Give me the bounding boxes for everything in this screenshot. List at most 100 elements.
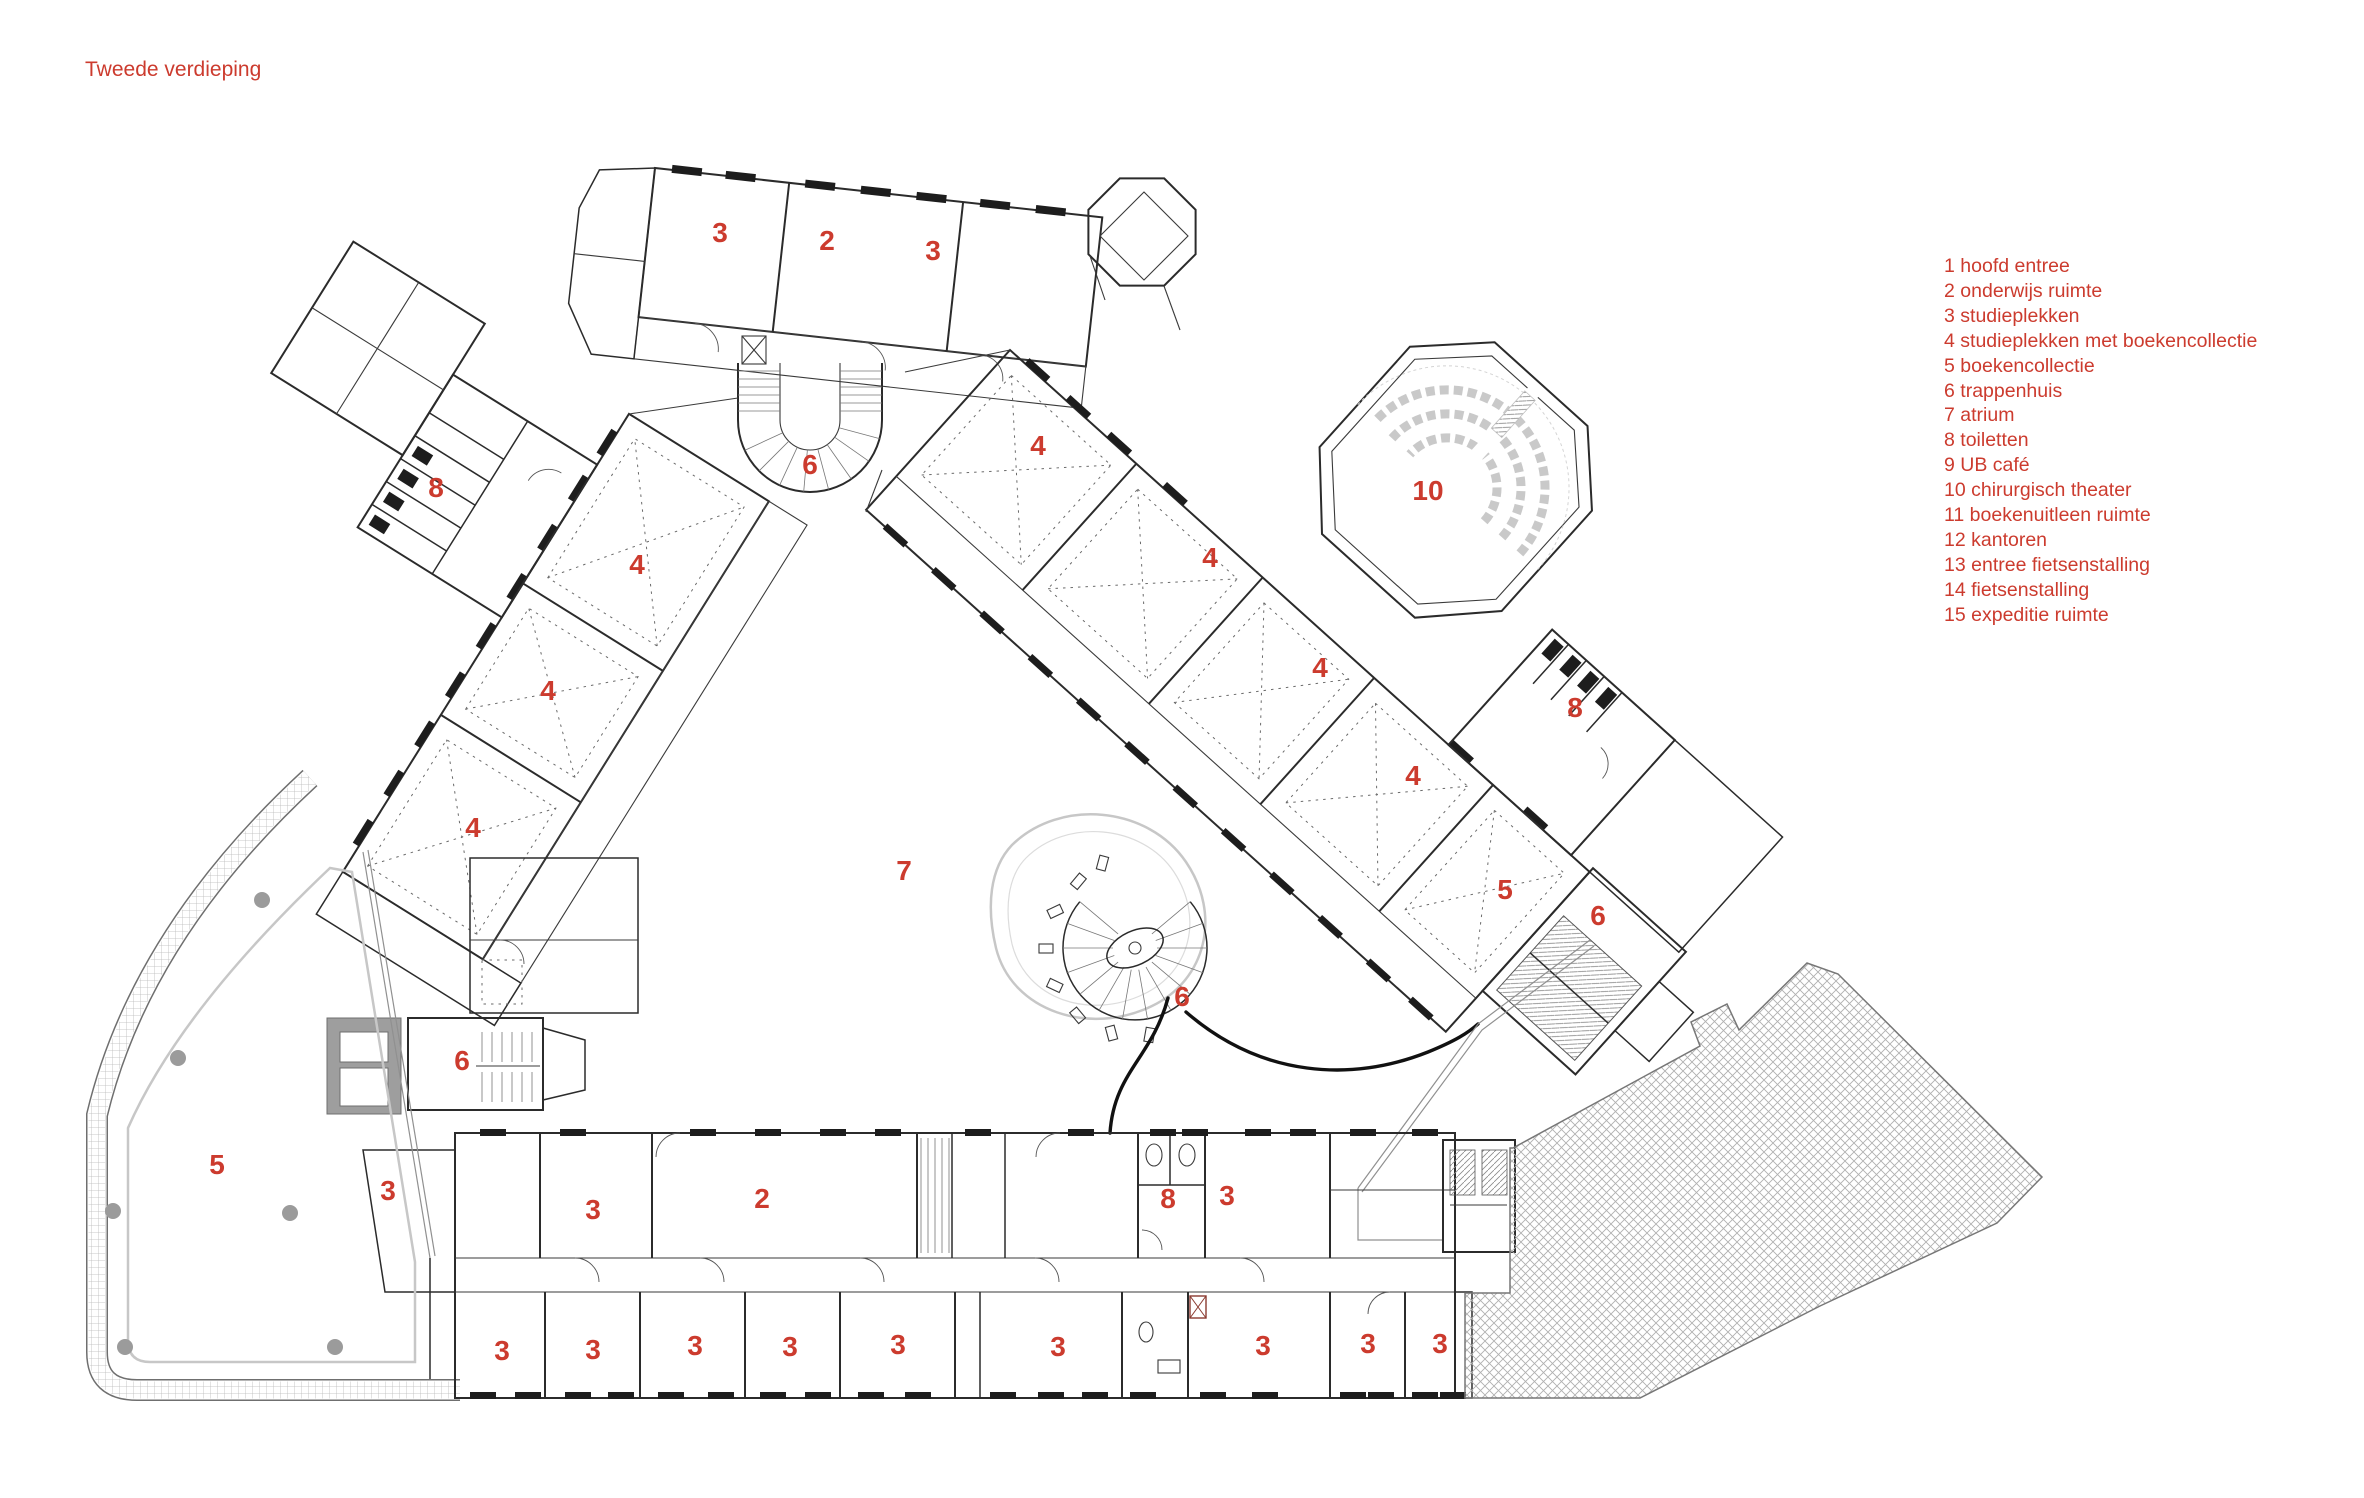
legend: 1 hoofd entree 2 onderwijs ruimte 3 stud… — [1944, 254, 2257, 628]
legend-item-label: studieplekken — [1960, 304, 2080, 327]
room-label-3: 3 — [494, 1335, 510, 1366]
legend-item-number: 14 — [1944, 578, 1966, 601]
window-ticks-top-wing — [671, 164, 1067, 217]
room-label-3: 3 — [1219, 1180, 1235, 1211]
room-label-4: 4 — [1405, 760, 1421, 791]
legend-item: 6 trappenhuis — [1944, 379, 2257, 404]
legend-item-number: 4 — [1944, 329, 1955, 352]
legend-item-number: 2 — [1944, 279, 1955, 302]
end-appendix — [1613, 980, 1695, 1063]
legend-item-label: expeditie ruimte — [1971, 603, 2109, 626]
window-ticks-right-wing — [882, 358, 1549, 1021]
legend-item-label: boekencollectie — [1960, 354, 2095, 377]
staircase-west — [407, 1017, 586, 1111]
pentagon-bookcollection — [86, 769, 460, 1401]
legend-item-number: 11 — [1944, 504, 1965, 527]
room-label-3: 3 — [585, 1194, 601, 1225]
legend-item-label: kantoren — [1971, 528, 2048, 551]
wing-right — [864, 341, 1784, 1076]
legend-item-number: 5 — [1944, 354, 1955, 377]
room-label-4: 4 — [1030, 430, 1046, 461]
room-label-3: 3 — [1432, 1328, 1448, 1359]
legend-item: 5 boekencollectie — [1944, 354, 2257, 379]
legend-item-label: toiletten — [1960, 429, 2029, 452]
room-right-end — [1570, 738, 1784, 954]
room-label-5: 5 — [209, 1149, 225, 1180]
legend-item: 4 studieplekken met boekencollectie — [1944, 329, 2257, 354]
legend-item-label: UB café — [1960, 454, 2030, 477]
room-label-8: 8 — [428, 472, 444, 503]
room-label-3: 3 — [687, 1330, 703, 1361]
legend-item: 3 studieplekken — [1944, 304, 2257, 329]
legend-item-label: entree fietsenstalling — [1971, 553, 2150, 576]
west-core — [326, 857, 639, 1293]
legend-item: 12 kantoren — [1944, 528, 2257, 553]
legend-item: 1 hoofd entree — [1944, 254, 2257, 279]
toilets-right — [1447, 628, 1677, 857]
room-label-5: 5 — [1497, 874, 1513, 905]
wing-bottom — [454, 1129, 1516, 1399]
legend-item: 13 entree fietsenstalling — [1944, 553, 2257, 578]
legend-item-label: atrium — [1960, 404, 2015, 427]
legend-item-number: 13 — [1944, 553, 1966, 576]
legend-item: 7 atrium — [1944, 403, 2257, 428]
halfround-stair — [628, 335, 1011, 513]
legend-item: 11 boekenuitleen ruimte — [1944, 503, 2257, 528]
room-label-3: 3 — [782, 1331, 798, 1362]
room-label-10: 10 — [1412, 475, 1443, 506]
room-label-6: 6 — [1590, 900, 1606, 931]
room-label-4: 4 — [1312, 652, 1328, 683]
legend-item: 9 UB café — [1944, 453, 2257, 478]
atrium — [989, 813, 1595, 1241]
room-label-3: 3 — [890, 1329, 906, 1360]
surgical-theater — [1318, 341, 1593, 619]
legend-item-number: 10 — [1944, 479, 1966, 502]
room-label-3: 3 — [1255, 1330, 1271, 1361]
room-label-3: 3 — [712, 217, 728, 248]
room-label-4: 4 — [629, 549, 645, 580]
room-label-4: 4 — [1202, 542, 1218, 573]
legend-item-label: boekenuitleen ruimte — [1969, 504, 2151, 527]
room-label-7: 7 — [896, 855, 912, 886]
legend-item-number: 7 — [1944, 404, 1955, 427]
legend-item: 15 expeditie ruimte — [1944, 603, 2257, 628]
room-label-3: 3 — [1360, 1328, 1376, 1359]
room-label-8: 8 — [1567, 692, 1583, 723]
legend-item-label: trappenhuis — [1960, 379, 2063, 402]
room-label-3: 3 — [925, 235, 941, 266]
room-label-6: 6 — [454, 1045, 470, 1076]
room-label-4: 4 — [540, 675, 556, 706]
legend-item-label: chirurgisch theater — [1971, 479, 2132, 502]
wing-left — [269, 240, 808, 1027]
room-label-2: 2 — [819, 225, 835, 256]
legend-item: 2 onderwijs ruimte — [1944, 279, 2257, 304]
rooms-above-west-stair — [469, 857, 639, 1014]
wing-top — [567, 164, 1104, 409]
legend-item: 8 toiletten — [1944, 428, 2257, 453]
staircase-right-end — [1481, 866, 1688, 1076]
room-label-3: 3 — [1050, 1331, 1066, 1362]
page-title: Tweede verdieping — [85, 58, 262, 81]
room-label-3: 3 — [380, 1175, 396, 1206]
spiral-stair — [1038, 854, 1208, 1044]
annex-top-left — [269, 240, 487, 457]
legend-item-number: 1 — [1944, 255, 1955, 277]
room-label-8: 8 — [1160, 1183, 1176, 1214]
toilets-bottom — [1138, 1133, 1205, 1251]
legend-item: 14 fietsenstalling — [1944, 578, 2257, 603]
roof-hatch-area — [1464, 962, 2044, 1399]
room-label-2: 2 — [754, 1183, 770, 1214]
legend-item-number: 15 — [1944, 603, 1966, 626]
legend-item-number: 6 — [1944, 379, 1955, 402]
room-label-3: 3 — [585, 1334, 601, 1365]
legend-item-number: 12 — [1944, 528, 1966, 551]
room-label-6: 6 — [1174, 981, 1190, 1012]
legend-item: 10 chirurgisch theater — [1944, 478, 2257, 503]
legend-item-number: 3 — [1944, 304, 1955, 327]
window-ticks-left-wing — [352, 428, 618, 847]
window-ticks-bottom-wing — [470, 1129, 1466, 1399]
room-label-4: 4 — [465, 812, 481, 843]
staircase-bottom-right — [1442, 1139, 1516, 1253]
